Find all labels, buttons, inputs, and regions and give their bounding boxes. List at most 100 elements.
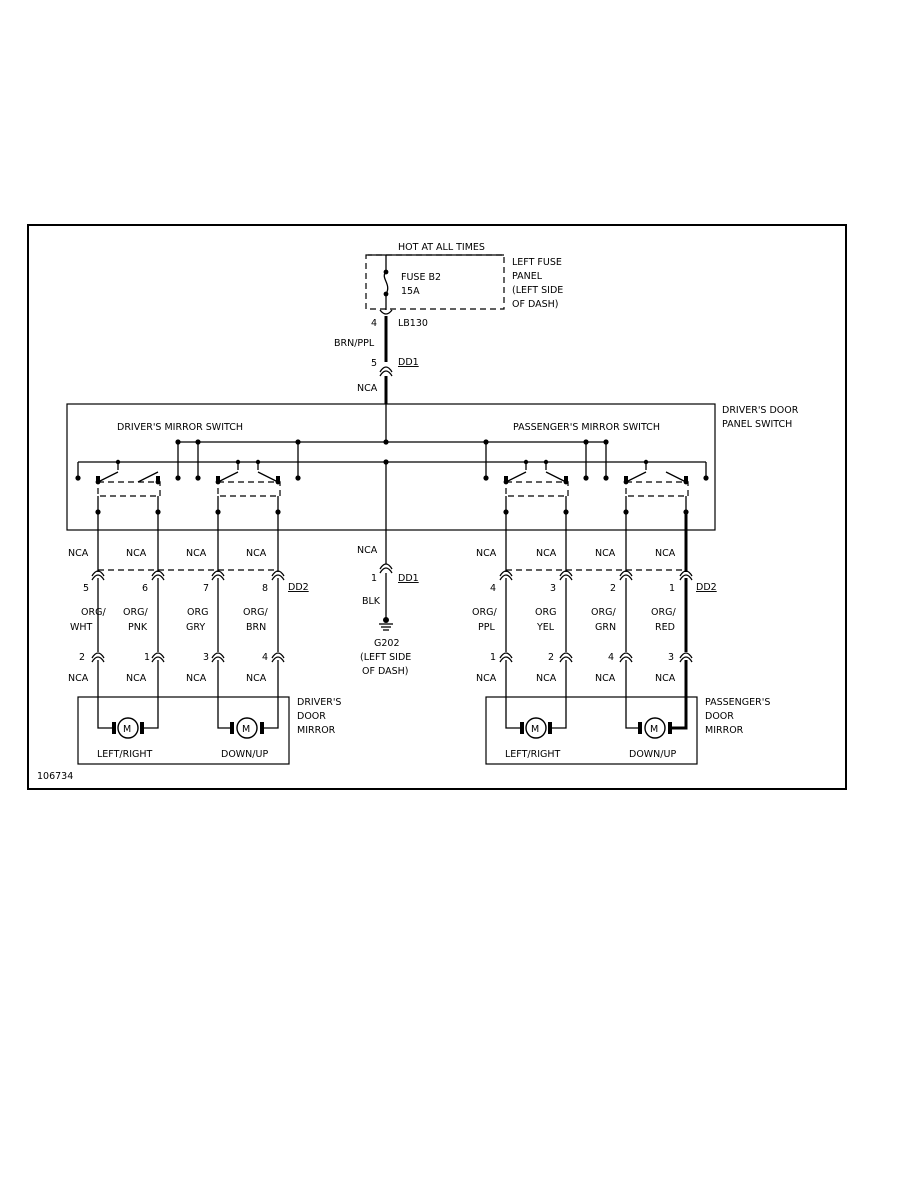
driver-mirror-name-line-1: DRIVER'S (297, 697, 341, 708)
driver-wire-3-color-1: ORG (187, 607, 208, 618)
fuse-element-icon (383, 271, 389, 295)
driver-wire-2-top-circuit: NCA (126, 548, 147, 559)
fuse-rating: 15A (401, 286, 420, 297)
passenger-wire-4-top-circuit: NCA (655, 548, 676, 559)
driver-wire-1-top-circuit: NCA (68, 548, 89, 559)
driver-motor-down-up-icon (236, 717, 258, 739)
driver-wire-1-pin: 5 (83, 583, 89, 594)
passenger-wire-3-color-2: GRN (595, 622, 616, 633)
driver-wire-1-color-1: ORG/ (81, 607, 106, 618)
driver-wire-3-pin: 7 (203, 583, 209, 594)
passenger-mirror-name-line-2: DOOR (705, 711, 734, 722)
passenger-wire-2-top-circuit: NCA (536, 548, 557, 559)
driver-wire-3-color-2: GRY (186, 622, 205, 633)
passenger-wire-1-color-1: ORG/ (472, 607, 497, 618)
driver-wire-3-bottom-circuit: NCA (186, 673, 207, 684)
driver-wire-4-mirror-pin: 4 (262, 652, 268, 663)
passenger-motor-2-symbol: M (650, 724, 658, 735)
driver-wire-3-top-circuit: NCA (186, 548, 207, 559)
switch-panel-name-line-1: DRIVER'S DOOR (722, 405, 799, 416)
door-panel-switch: DRIVER'S DOOR PANEL SWITCH DRIVER'S MIRR… (66, 403, 799, 531)
driver-wire-2-color-1: ORG/ (123, 607, 148, 618)
driver-wire-2-bottom-circuit: NCA (126, 673, 147, 684)
passenger-wire-3-bottom-circuit: NCA (595, 673, 616, 684)
ground-connector-icon (379, 563, 393, 570)
passenger-wire-3-mirror-pin: 4 (608, 652, 614, 663)
driver-wire-4-top-circuit: NCA (246, 548, 267, 559)
passenger-wire-2-mirror-pin: 2 (548, 652, 554, 663)
passenger-mirror-switch-label: PASSENGER'S MIRROR SWITCH (513, 422, 660, 433)
ground-wire-color: BLK (362, 596, 381, 607)
driver-wires: NCA 5 ORG/ WHT 2 NCA NCA 6 ORG/ PNK 1 NC… (68, 512, 309, 697)
feed-pin: 5 (371, 358, 377, 369)
driver-motor-2-symbol: M (242, 724, 250, 735)
passenger-wire-3-pin: 2 (610, 583, 616, 594)
driver-door-mirror: DRIVER'S DOOR MIRROR M LEFT/RIGHT M DOWN… (77, 696, 341, 765)
driver-wire-2-mirror-pin: 1 (144, 652, 150, 663)
driver-wire-4-color-2: BRN (246, 622, 266, 633)
driver-mirror-box (77, 696, 290, 765)
driver-wire-4-pin: 8 (262, 583, 268, 594)
feed-wire-color: BRN/PPL (334, 338, 375, 349)
passenger-mirror-name-line-3: MIRROR (705, 725, 744, 736)
passenger-wire-4-mirror-pin: 3 (668, 652, 674, 663)
driver-motor-1-symbol: M (123, 724, 131, 735)
fuse-terminal-id: LB130 (398, 318, 428, 329)
ground-connector-dd1: DD1 (398, 573, 419, 584)
passenger-motor-1-label: LEFT/RIGHT (505, 749, 561, 760)
passenger-mirror-name-line-1: PASSENGER'S (705, 697, 770, 708)
driver-mirror-switch-label: DRIVER'S MIRROR SWITCH (117, 422, 243, 433)
passenger-wire-3-top-circuit: NCA (595, 548, 616, 559)
fuse-panel-line-2: PANEL (512, 271, 543, 282)
fuse-pin: 4 (371, 318, 377, 329)
driver-mirror-name-line-3: MIRROR (297, 725, 336, 736)
driver-mirror-name-line-2: DOOR (297, 711, 326, 722)
ground-location-line-2: OF DASH) (362, 666, 409, 677)
passenger-wire-1-color-2: PPL (478, 622, 495, 633)
driver-wire-1-bottom-circuit: NCA (68, 673, 89, 684)
passenger-mirror-box (485, 696, 698, 765)
ground-circuit: NCA 1 DD1 BLK G202 (LEFT SIDE OF DASH) (357, 462, 419, 677)
passenger-wire-4-pin: 1 (669, 583, 675, 594)
driver-wire-2-color-2: PNK (128, 622, 148, 633)
ground-pin: 1 (371, 573, 377, 584)
ground-circuit-label: NCA (357, 545, 378, 556)
driver-wire-3-mirror-pin: 3 (203, 652, 209, 663)
driver-switch-contacts (95, 471, 281, 497)
passenger-wire-2-pin: 3 (550, 583, 556, 594)
passenger-wire-1-bottom-circuit: NCA (476, 673, 497, 684)
passenger-motor-1-symbol: M (531, 724, 539, 735)
passenger-wire-1-top-circuit: NCA (476, 548, 497, 559)
feed-circuit-label: NCA (357, 383, 378, 394)
driver-wire-2-pin: 6 (142, 583, 148, 594)
figure-id: 106734 (37, 771, 73, 782)
feed-connector-icon (379, 366, 393, 373)
driver-motor-2-label: DOWN/UP (221, 749, 268, 760)
fuse-panel-line-4: OF DASH) (512, 299, 559, 310)
passenger-wire-4-color-1: ORG/ (651, 607, 676, 618)
passenger-wires: NCA 4 ORG/ PPL 1 NCA NCA 3 ORG YEL 2 NCA… (472, 512, 717, 697)
driver-motor-left-right-icon (117, 717, 139, 739)
fuse-panel-dashed-box (365, 254, 505, 310)
passenger-door-mirror: PASSENGER'S DOOR MIRROR M LEFT/RIGHT M D… (485, 696, 770, 765)
passenger-wire-3-color-1: ORG/ (591, 607, 616, 618)
driver-connector-dd2: DD2 (288, 582, 309, 593)
hot-at-all-times-label: HOT AT ALL TIMES (398, 242, 485, 253)
switch-panel-box (66, 403, 716, 531)
passenger-motor-2-label: DOWN/UP (629, 749, 676, 760)
passenger-wire-2-bottom-circuit: NCA (536, 673, 557, 684)
passenger-switch-contacts (503, 471, 689, 497)
fuse-panel-line-1: LEFT FUSE (512, 257, 562, 268)
passenger-wire-1-pin: 4 (490, 583, 496, 594)
feed-connector-dd1: DD1 (398, 357, 419, 368)
passenger-connector-dd2: DD2 (696, 582, 717, 593)
passenger-wire-2-color-1: ORG (535, 607, 556, 618)
diagram-frame (27, 224, 847, 790)
driver-motor-1-label: LEFT/RIGHT (97, 749, 153, 760)
fuse-terminal-connector-icon (379, 309, 393, 315)
passenger-motor-left-right-icon (525, 717, 547, 739)
fuse-name: FUSE B2 (401, 272, 441, 283)
passenger-wire-4-bottom-circuit: NCA (655, 673, 676, 684)
fuse-block: HOT AT ALL TIMES FUSE B2 15A LEFT FUSE P… (365, 242, 563, 329)
